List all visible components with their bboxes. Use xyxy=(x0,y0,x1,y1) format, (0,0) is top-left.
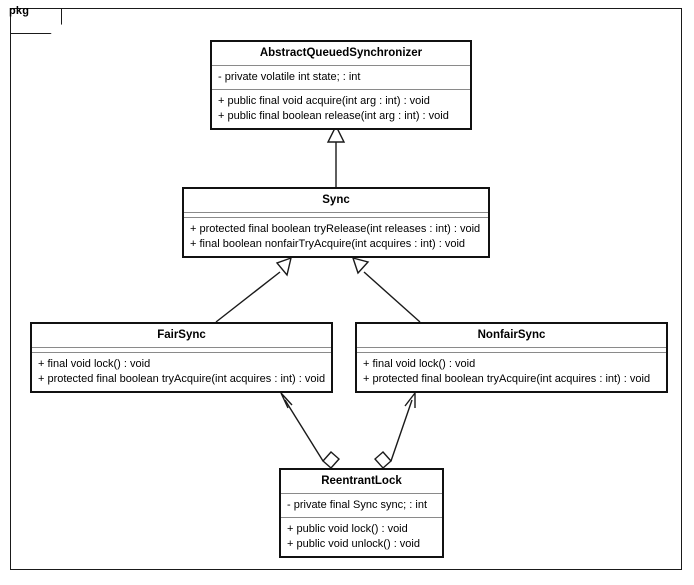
operation: + protected final boolean tryAcquire(int… xyxy=(38,373,326,385)
class-name-fair-sync: FairSync xyxy=(32,324,331,348)
operation: + final void lock() : void xyxy=(38,358,151,370)
class-attributes-reentrant-lock: - private final Sync sync; : int xyxy=(281,494,442,518)
attribute: - private volatile int state; : int xyxy=(218,71,361,83)
class-box-sync[interactable]: Sync + protected final boolean tryReleas… xyxy=(182,187,490,258)
class-attributes-nonfair-sync xyxy=(357,348,666,353)
class-operations-fair-sync: + final void lock() : void + protected f… xyxy=(32,353,331,391)
operation: + final boolean nonfairTryAcquire(int ac… xyxy=(190,238,466,250)
operation: + public void unlock() : void xyxy=(287,538,420,550)
class-box-reentrant-lock[interactable]: ReentrantLock - private final Sync sync;… xyxy=(279,468,444,558)
attribute: - private final Sync sync; : int xyxy=(287,499,427,511)
class-attributes-abstract-queued-synchronizer: - private volatile int state; : int xyxy=(212,66,470,90)
class-operations-sync: + protected final boolean tryRelease(int… xyxy=(184,218,488,256)
class-name-reentrant-lock: ReentrantLock xyxy=(281,470,442,494)
class-name-abstract-queued-synchronizer: AbstractQueuedSynchronizer xyxy=(212,42,470,66)
class-operations-abstract-queued-synchronizer: + public final void acquire(int arg : in… xyxy=(212,90,470,128)
package-tab xyxy=(10,8,62,34)
operation: + protected final boolean tryRelease(int… xyxy=(190,223,481,235)
class-operations-reentrant-lock: + public void lock() : void + public voi… xyxy=(281,518,442,556)
class-box-abstract-queued-synchronizer[interactable]: AbstractQueuedSynchronizer - private vol… xyxy=(210,40,472,130)
class-box-fair-sync[interactable]: FairSync + final void lock() : void + pr… xyxy=(30,322,333,393)
operation: + public void lock() : void xyxy=(287,523,408,535)
class-operations-nonfair-sync: + final void lock() : void + protected f… xyxy=(357,353,666,391)
operation: + protected final boolean tryAcquire(int… xyxy=(363,373,651,385)
class-box-nonfair-sync[interactable]: NonfairSync + final void lock() : void +… xyxy=(355,322,668,393)
operation: + public final boolean release(int arg :… xyxy=(218,110,449,122)
class-attributes-fair-sync xyxy=(32,348,331,353)
class-name-nonfair-sync: NonfairSync xyxy=(357,324,666,348)
operation: + public final void acquire(int arg : in… xyxy=(218,95,430,107)
package-tab-label: pkg xyxy=(9,5,30,17)
operation: + final void lock() : void xyxy=(363,358,476,370)
class-name-sync: Sync xyxy=(184,189,488,213)
class-attributes-sync xyxy=(184,213,488,218)
